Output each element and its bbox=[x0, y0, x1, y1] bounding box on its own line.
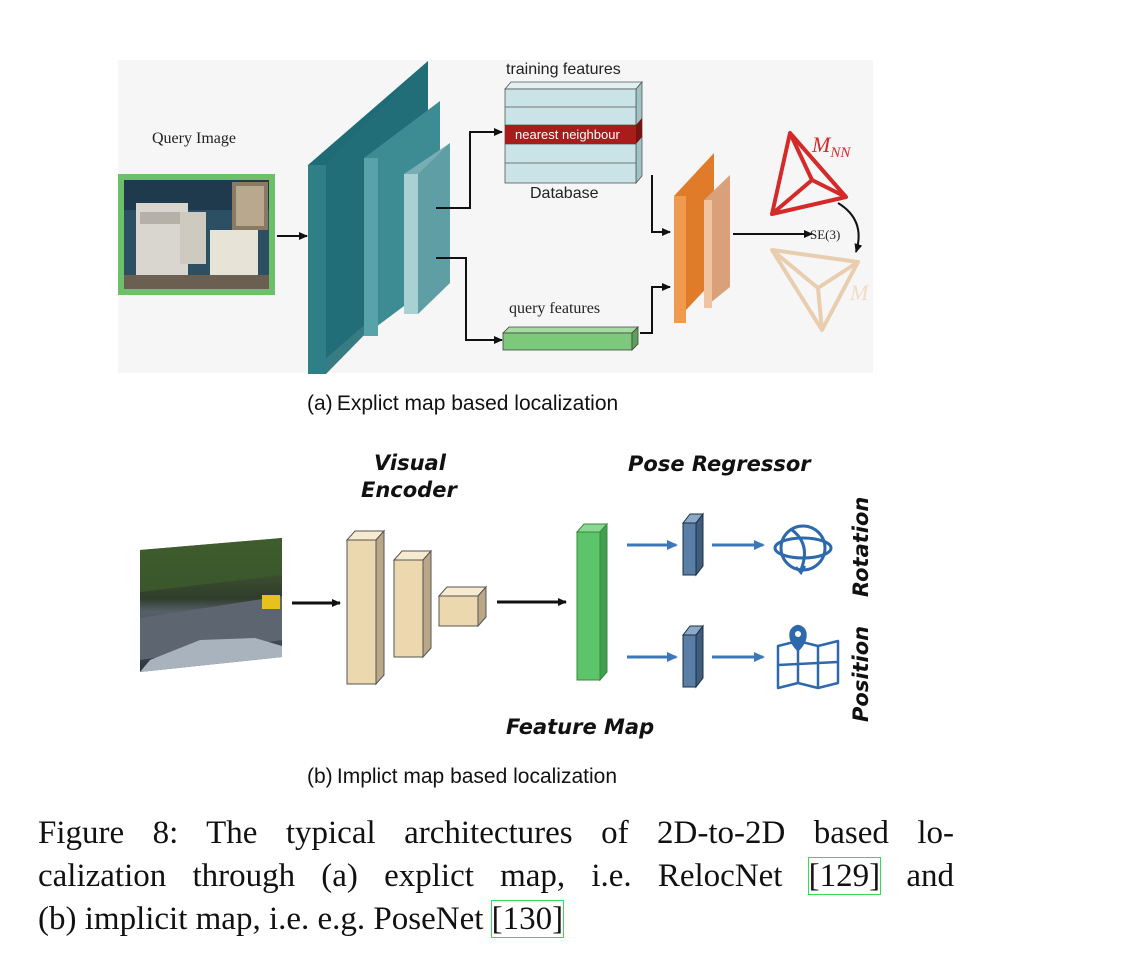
panel-a: Query Image bbox=[118, 60, 873, 415]
query-features-bar bbox=[502, 326, 639, 351]
nearest-neighbour-row bbox=[505, 125, 636, 144]
visual-encoder-label-line2: Encoder bbox=[361, 478, 458, 502]
training-features-label: training features bbox=[506, 61, 621, 78]
encoder-block-3 bbox=[404, 143, 450, 314]
caption-line-3: (b) implicit map, i.e. e.g. PoseNet [130… bbox=[38, 900, 565, 938]
position-map-icon bbox=[776, 624, 840, 690]
position-regressor-block bbox=[681, 624, 705, 689]
arrow-encoder-to-database bbox=[436, 128, 503, 209]
visual-encoder-label-line1: Visual bbox=[374, 451, 447, 475]
encoder-layer-2 bbox=[392, 549, 433, 659]
subcaption-a: (a) Explict map based localization bbox=[307, 392, 618, 415]
citation-link-130[interactable]: [130] bbox=[490, 900, 565, 938]
se3-curved-arrow bbox=[837, 202, 863, 253]
pose-target-tetrahedron bbox=[770, 248, 860, 332]
encoder-layer-3 bbox=[437, 585, 488, 628]
query-image-label: Query Image bbox=[152, 130, 236, 147]
rotation-label: Rotation bbox=[849, 497, 873, 597]
caption-line-2: calization through (a) explict map, i.e.… bbox=[38, 857, 954, 895]
rotation-regressor-block bbox=[681, 512, 705, 577]
input-street-image bbox=[140, 538, 282, 745]
transform-label: SE(3) bbox=[810, 227, 840, 242]
pose-nn-label: MNN bbox=[811, 132, 851, 161]
pose-target-label: M bbox=[849, 280, 870, 305]
nearest-neighbour-label: nearest neighbour bbox=[515, 127, 620, 142]
panel-b: Visual Encoder Feature Map Pose Regresso… bbox=[140, 451, 873, 788]
pose-regressor-label: Pose Regressor bbox=[628, 452, 812, 476]
subcaption-b: (b) Implict map based localization bbox=[307, 765, 617, 788]
feature-map-block bbox=[575, 522, 609, 682]
citation-link-129[interactable]: [129] bbox=[807, 857, 882, 895]
position-label: Position bbox=[849, 626, 873, 722]
query-image bbox=[118, 174, 275, 295]
encoder-layer-1 bbox=[345, 529, 386, 686]
arrow-query-to-fusion bbox=[640, 283, 671, 334]
pose-nn-tetrahedron bbox=[770, 131, 848, 216]
arrow-database-to-fusion bbox=[651, 175, 671, 236]
query-features-label: query features bbox=[509, 300, 600, 317]
feature-map-label: Feature Map bbox=[506, 715, 654, 739]
database-label: Database bbox=[530, 185, 599, 202]
caption-line-1: Figure 8: The typical architectures of 2… bbox=[38, 815, 954, 851]
database-stack bbox=[504, 80, 643, 185]
rotation-icon bbox=[773, 524, 833, 576]
figure-caption: Figure 8: The typical architectures of 2… bbox=[38, 812, 954, 941]
arrow-encoder-to-query-features bbox=[436, 257, 503, 344]
fusion-block bbox=[674, 153, 730, 323]
